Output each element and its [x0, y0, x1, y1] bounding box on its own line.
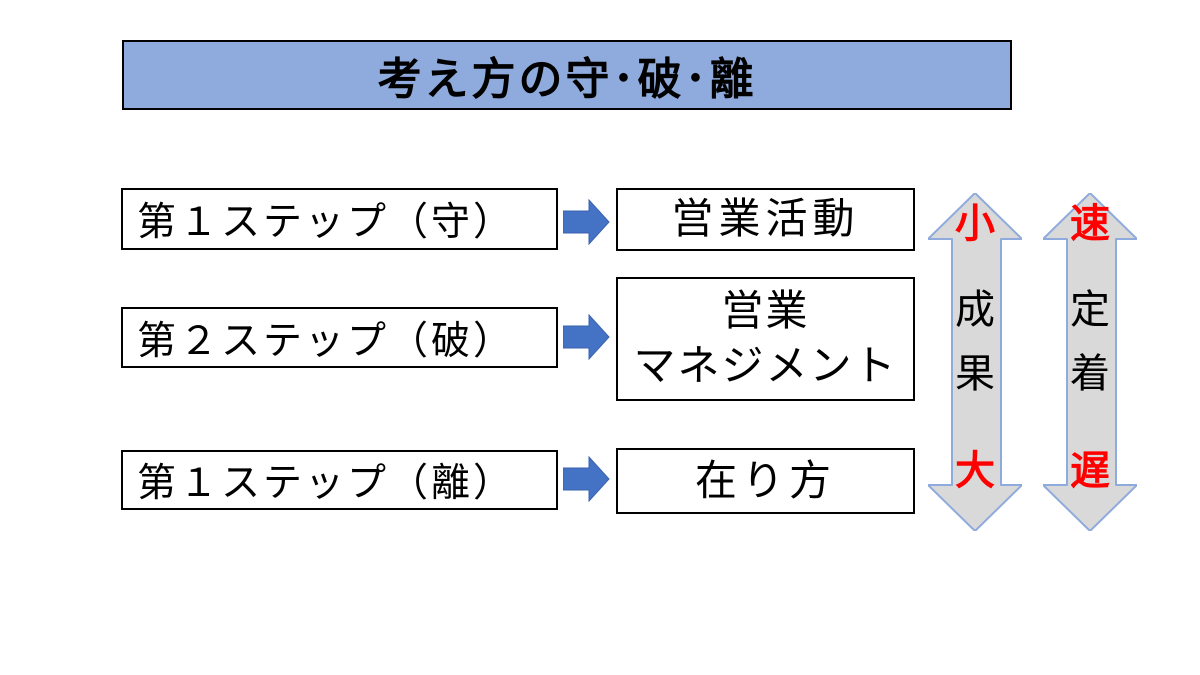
gauge-mid-label: 着 — [1070, 352, 1110, 396]
step-label: 第１ステップ（守） — [137, 201, 516, 244]
right-arrow-icon — [562, 198, 610, 246]
gauge-bottom-label: 大 — [955, 449, 995, 493]
outcome-box-2: 営業 マネジメント — [616, 277, 915, 401]
results-gauge-arrow: 小 成 果 大 — [928, 193, 1022, 531]
outcome-label: 営業活動 — [671, 195, 860, 243]
outcome-label: 在り方 — [694, 456, 836, 504]
step-box-3: 第１ステップ（離） — [121, 450, 558, 510]
outcome-box-3: 在り方 — [616, 448, 915, 514]
page-title: 考え方の守･破･離 — [377, 55, 757, 104]
step-box-1: 第１ステップ（守） — [121, 188, 558, 250]
gauge-bottom-label: 遅 — [1070, 449, 1110, 493]
gauge-top-label: 小 — [955, 202, 995, 246]
right-arrow-icon — [562, 455, 610, 503]
outcome-label: 営業 マネジメント — [633, 287, 898, 389]
gauge-mid-label: 定 — [1070, 288, 1110, 332]
right-arrow-icon — [562, 313, 610, 361]
gauge-top-label: 速 — [1070, 202, 1110, 246]
step-box-2: 第２ステップ（破） — [121, 307, 558, 368]
double-arrow-icon — [1043, 193, 1137, 531]
title-banner: 考え方の守･破･離 — [122, 40, 1012, 110]
step-label: 第２ステップ（破） — [137, 319, 516, 363]
retention-gauge-arrow: 速 定 着 遅 — [1043, 193, 1137, 531]
gauge-mid-label: 成 — [955, 288, 995, 332]
double-arrow-icon — [928, 193, 1022, 531]
outcome-box-1: 営業活動 — [616, 188, 915, 251]
gauge-mid-label: 果 — [955, 352, 995, 396]
step-label: 第１ステップ（離） — [137, 462, 516, 505]
